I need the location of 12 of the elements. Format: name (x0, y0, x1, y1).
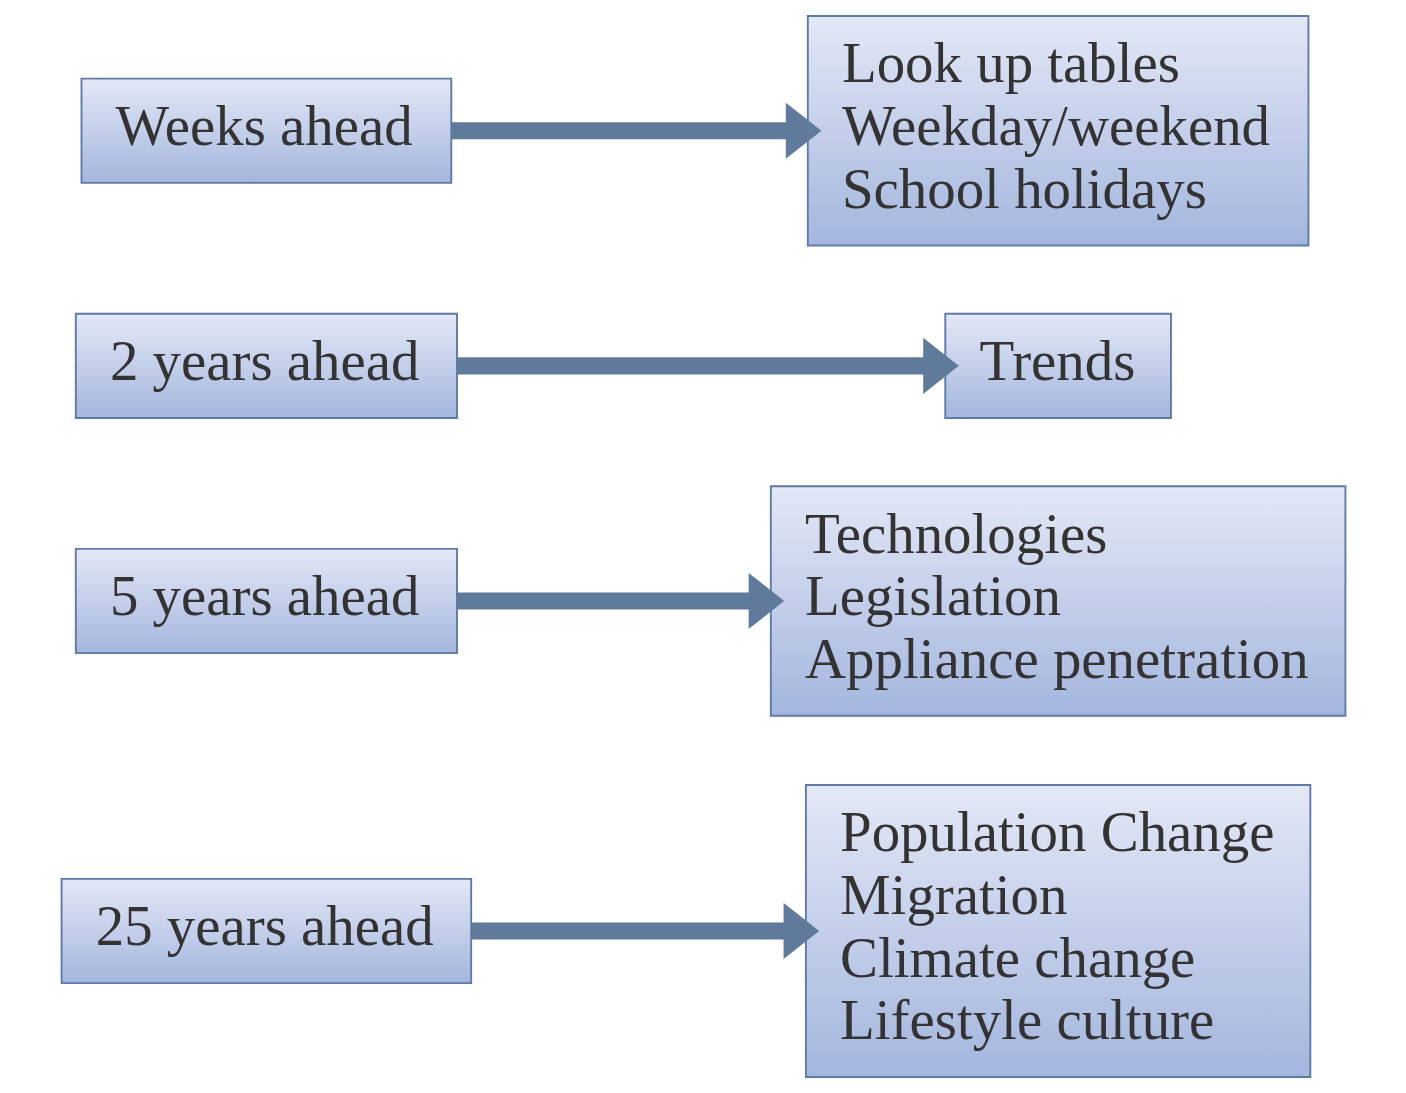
arrow (456, 573, 784, 630)
node-box: Trends (943, 312, 1172, 419)
node-box: Look up tables Weekday/weekend School holidays (806, 15, 1309, 247)
arrow (456, 337, 959, 394)
node-box: 5 years ahead (74, 547, 458, 655)
node-box: Weeks ahead (80, 77, 452, 184)
arrow (470, 902, 819, 959)
node-box: 25 years ahead (60, 877, 472, 985)
node-box: 2 years ahead (74, 312, 458, 419)
node-box: Population Change Migration Climate change Lifestyle culture (804, 784, 1311, 1078)
node-box: Technologies Legislation Appliance penetration (769, 485, 1346, 717)
arrow (451, 102, 821, 159)
